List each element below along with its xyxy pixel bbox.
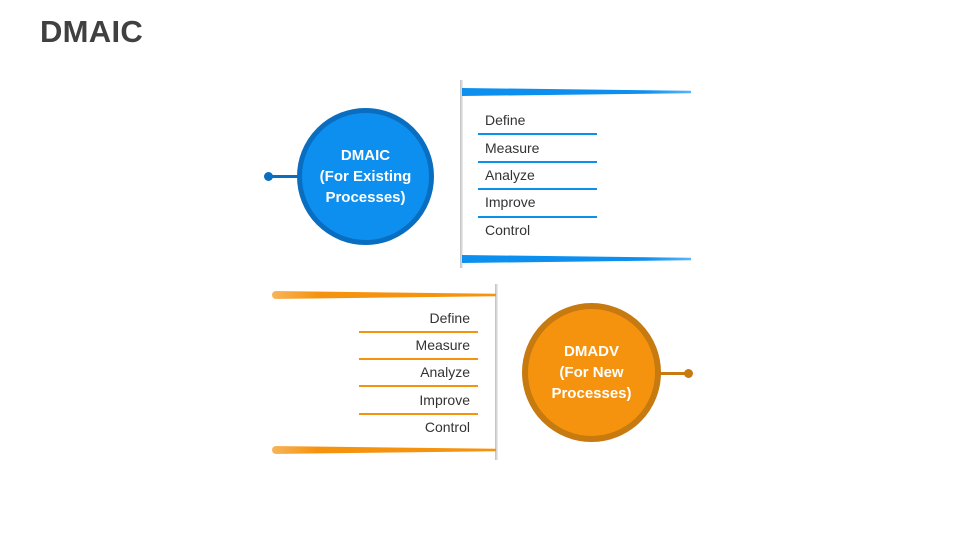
dmadv-step-divider <box>359 413 478 415</box>
dmaic-circle-subtitle-2: Processes) <box>325 189 406 206</box>
dmadv-circle-subtitle-1: (For New <box>559 364 624 381</box>
dmadv-step-improve: Improve <box>419 392 470 408</box>
dmadv-step-divider <box>359 331 478 333</box>
dmaic-step-divider <box>478 161 597 163</box>
dmadv-circle-title: DMADV <box>564 343 619 360</box>
dmaic-bracket-bottom-bar <box>462 255 691 263</box>
dmadv-step-define: Define <box>429 310 470 326</box>
page-title: DMAIC <box>40 14 144 49</box>
dmaic-connector-line <box>268 175 300 178</box>
dmaic-bracket-spine <box>460 80 463 268</box>
dmaic-step-analyze: Analyze <box>485 167 535 183</box>
dmaic-step-divider <box>478 216 597 218</box>
dmaic-step-divider <box>478 133 597 135</box>
dmadv-bracket-spine <box>495 284 498 460</box>
dmaic-step-define: Define <box>485 112 526 128</box>
dmaic-bracket-top-bar <box>462 88 691 96</box>
dmadv-bracket-bottom-bar <box>272 446 496 454</box>
dmaic-step-measure: Measure <box>485 140 540 156</box>
dmadv-step-divider <box>359 358 478 360</box>
dmadv-connector-line <box>660 372 688 375</box>
dmadv-connector-dot <box>684 369 693 378</box>
dmadv-step-analyze: Analyze <box>420 364 470 380</box>
dmaic-circle: DMAIC (For Existing Processes) <box>297 108 434 245</box>
dmaic-circle-subtitle-1: (For Existing <box>319 168 412 185</box>
dmaic-step-improve: Improve <box>485 194 536 210</box>
dmadv-step-measure: Measure <box>415 337 470 353</box>
dmadv-circle-subtitle-2: Processes) <box>551 385 632 402</box>
dmadv-step-divider <box>359 385 478 387</box>
dmadv-step-control: Control <box>424 419 470 435</box>
dmadv-bracket-top-bar <box>272 291 496 299</box>
dmaic-step-control: Control <box>485 222 531 238</box>
dmadv-circle: DMADV (For New Processes) <box>522 303 661 442</box>
dmaic-step-divider <box>478 188 597 190</box>
dmaic-circle-title: DMAIC <box>340 147 391 164</box>
